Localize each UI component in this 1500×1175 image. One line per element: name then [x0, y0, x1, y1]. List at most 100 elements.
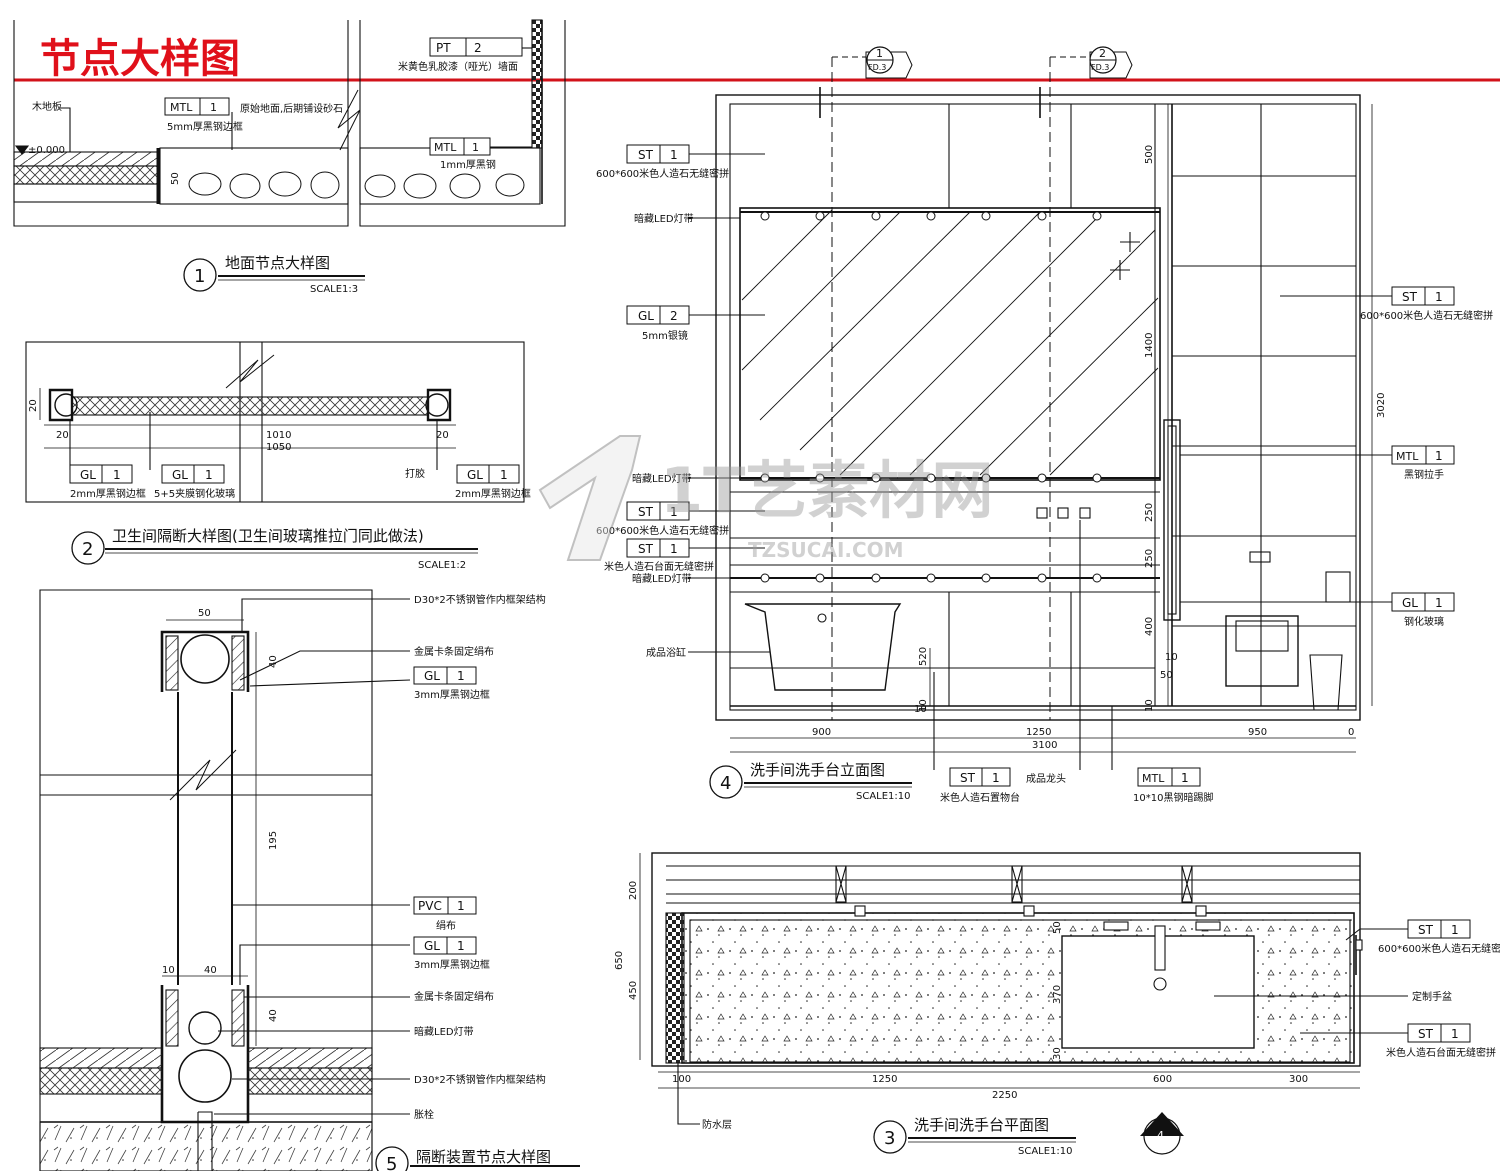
original-floor-label: 原始地面,后期铺设砂石: [240, 102, 343, 115]
svg-text:1: 1: [500, 468, 508, 482]
svg-text:ST: ST: [1418, 923, 1434, 937]
svg-text:成品浴缸: 成品浴缸: [646, 646, 686, 659]
svg-text:195: 195: [268, 831, 279, 850]
svg-text:暗藏LED灯带: 暗藏LED灯带: [632, 472, 692, 485]
svg-text:250: 250: [1144, 503, 1155, 522]
svg-text:GL: GL: [424, 669, 440, 683]
svg-text:1: 1: [1435, 596, 1443, 610]
svg-text:10: 10: [918, 699, 929, 712]
detail-3-labels: 200 650 450 370 30 50 100 1250 600 300 2…: [614, 881, 1500, 1131]
svg-text:GL: GL: [172, 468, 188, 482]
tag-gl2-4: GL 2: [626, 305, 690, 325]
svg-text:2250: 2250: [992, 1090, 1017, 1101]
svg-text:1: 1: [210, 101, 217, 114]
svg-text:1: 1: [113, 468, 121, 482]
svg-text:900: 900: [812, 727, 831, 738]
svg-text:1250: 1250: [872, 1074, 897, 1085]
svg-text:MTL: MTL: [434, 141, 457, 154]
detail-3-title: 洗手间洗手台平面图: [914, 1116, 1049, 1134]
svg-text:50: 50: [198, 608, 211, 619]
mtl1-a-label: 5mm厚黑钢边框: [167, 120, 243, 133]
tag-gl1-4r: GL 1: [1391, 592, 1455, 612]
svg-text:MTL: MTL: [1396, 450, 1419, 463]
detail-5-title-block: 5 隔断装置节点大样图: [375, 1146, 580, 1175]
svg-text:500: 500: [1144, 145, 1155, 164]
tag-mtl1-4r: MTL 1: [1391, 445, 1455, 465]
tag-st1-4c: ST 1: [626, 538, 690, 558]
svg-text:1400: 1400: [1144, 333, 1155, 358]
pt2-label: 米黄色乳胶漆（哑光）墙面: [398, 60, 518, 73]
svg-text:450: 450: [628, 981, 639, 1000]
svg-text:米色人造石台面无缝密拼: 米色人造石台面无缝密拼: [1386, 1046, 1496, 1059]
svg-text:GL: GL: [638, 309, 654, 323]
svg-text:1050: 1050: [266, 442, 291, 453]
svg-text:FD.3: FD.3: [868, 63, 886, 72]
svg-text:50: 50: [1160, 670, 1173, 681]
svg-text:1: 1: [992, 771, 1000, 785]
svg-text:4: 4: [1157, 1129, 1164, 1142]
svg-text:600*600米色人造石无缝密拼: 600*600米色人造石无缝密拼: [1360, 309, 1493, 322]
svg-text:1: 1: [457, 939, 465, 953]
tag-st1-4bottom: ST 1: [949, 767, 1011, 787]
detail-2-title: 卫生间隔断大样图(卫生间玻璃推拉门同此做法): [112, 527, 424, 545]
svg-text:600: 600: [1153, 1074, 1172, 1085]
tag-st1-4b: ST 1: [626, 501, 690, 521]
svg-text:1: 1: [1435, 449, 1443, 463]
svg-text:MTL: MTL: [1142, 772, 1165, 785]
svg-text:PT: PT: [436, 41, 451, 55]
plan-section-arrow: 4: [1140, 1112, 1184, 1155]
tag-mtl1-4bottom: MTL 1: [1137, 767, 1201, 787]
svg-text:250: 250: [1144, 549, 1155, 568]
detail-5-partition-device: [39, 589, 411, 1172]
sheet-title-group: 节点大样图: [14, 36, 1500, 82]
wood-floor-label: 木地板: [32, 100, 62, 113]
svg-text:2: 2: [82, 539, 93, 560]
svg-text:950: 950: [1248, 727, 1267, 738]
svg-text:米色人造石置物台: 米色人造石置物台: [940, 791, 1020, 804]
svg-text:3mm厚黑钢边框: 3mm厚黑钢边框: [414, 688, 490, 701]
svg-text:防水层: 防水层: [702, 1118, 732, 1131]
watermark-logo: 1T艺素材网 TZSUCAI.COM: [538, 435, 993, 562]
svg-text:3mm厚黑钢边框: 3mm厚黑钢边框: [414, 958, 490, 971]
tag-gl1-5b: GL 1: [413, 936, 477, 955]
tag-gl1-c: GL 1: [456, 464, 520, 484]
svg-text:300: 300: [1289, 1074, 1308, 1085]
detail-3-title-block: 3 洗手间洗手台平面图 SCALE1:10: [873, 1116, 1076, 1157]
svg-text:FD.3: FD.3: [1091, 63, 1109, 72]
svg-text:400: 400: [1144, 617, 1155, 636]
svg-text:暗藏LED灯带: 暗藏LED灯带: [632, 572, 692, 585]
tag-mtl1-b: MTL 1: [429, 137, 491, 156]
svg-text:ST: ST: [1402, 290, 1418, 304]
svg-text:ST: ST: [638, 148, 654, 162]
svg-text:ST: ST: [638, 505, 654, 519]
svg-text:D30*2不锈钢管作内框架结构: D30*2不锈钢管作内框架结构: [414, 593, 546, 606]
svg-text:5mm银镜: 5mm银镜: [642, 329, 688, 342]
svg-text:3020: 3020: [1376, 393, 1387, 418]
svg-text:1: 1: [457, 899, 465, 913]
detail-2-labels: 20 20 1010 20 1050 打胶 2mm厚黑钢边框 5+5夹膜钢化玻璃…: [28, 399, 531, 500]
svg-text:10: 10: [162, 965, 175, 976]
svg-text:ST: ST: [638, 542, 654, 556]
svg-text:20: 20: [28, 399, 39, 412]
tag-st1-3a: ST 1: [1407, 919, 1471, 939]
svg-text:2: 2: [670, 309, 678, 323]
svg-text:2: 2: [1099, 47, 1106, 60]
svg-text:1010: 1010: [266, 430, 291, 441]
glue-label: 打胶: [405, 467, 425, 480]
mtl1-b-label: 1mm厚黑钢: [440, 158, 496, 171]
svg-text:4: 4: [720, 773, 731, 794]
svg-text:成品龙头: 成品龙头: [1026, 772, 1066, 785]
svg-text:1: 1: [1451, 1027, 1459, 1041]
svg-text:100: 100: [672, 1074, 691, 1085]
watermark-url: TZSUCAI.COM: [748, 538, 904, 562]
svg-text:1: 1: [205, 468, 213, 482]
detail-1-title-block: 1 地面节点大样图 SCALE1:3: [183, 254, 365, 295]
tag-gl1-a: GL 1: [69, 464, 133, 484]
svg-text:金属卡条固定绢布: 金属卡条固定绢布: [414, 990, 494, 1003]
sheet-title: 节点大样图: [40, 36, 240, 82]
detail-2-title-block: 2 卫生间隔断大样图(卫生间玻璃推拉门同此做法) SCALE1:2: [71, 527, 478, 571]
svg-text:暗藏LED灯带: 暗藏LED灯带: [634, 212, 694, 225]
watermark-name: 1T艺素材网: [660, 454, 993, 527]
